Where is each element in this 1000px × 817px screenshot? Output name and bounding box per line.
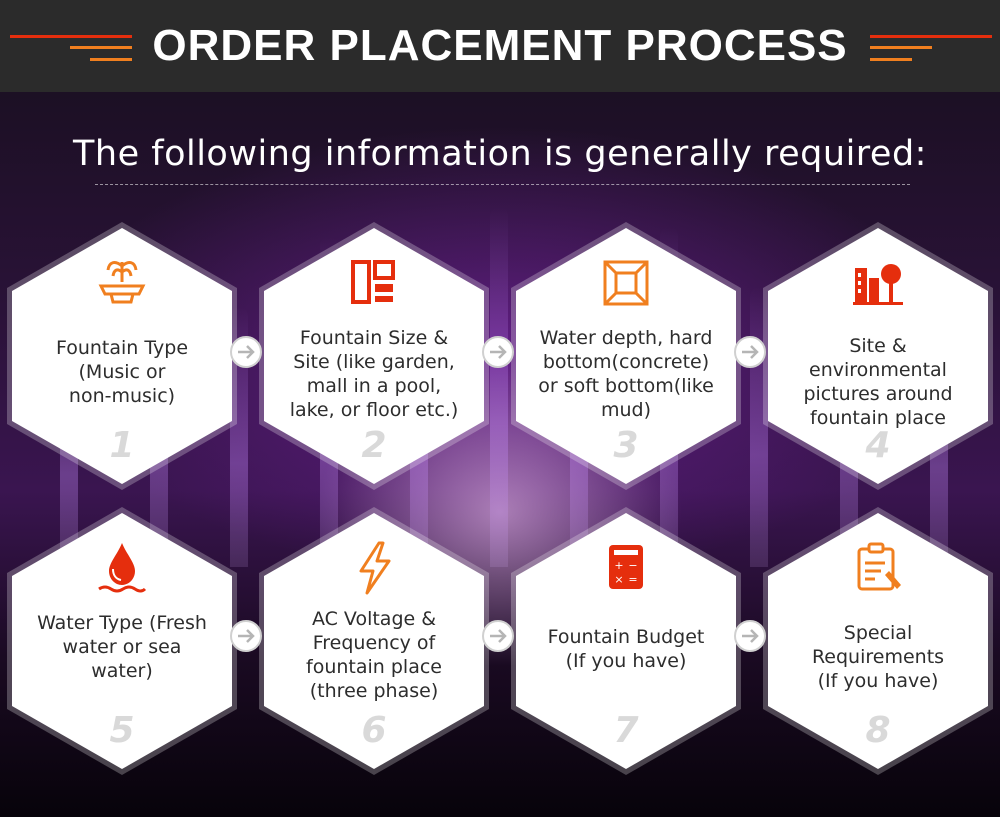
header-deco-line <box>870 35 992 38</box>
step-number: 5 <box>109 710 135 751</box>
step-number: 4 <box>865 425 891 466</box>
step-number: 2 <box>361 425 387 466</box>
arrow-right-icon <box>734 336 766 368</box>
svg-text:=: = <box>628 573 637 586</box>
header-bar: ORDER PLACEMENT PROCESS <box>0 0 1000 92</box>
header-deco-line <box>870 58 912 61</box>
step-number: 1 <box>109 425 135 466</box>
water-drop-icon <box>98 543 147 593</box>
svg-text:×: × <box>614 573 623 586</box>
arrow-right-icon <box>482 620 514 652</box>
step-text: Fountain Size &Site (like garden,mall in… <box>289 327 459 421</box>
page-title: ORDER PLACEMENT PROCESS <box>152 21 848 70</box>
step-number: 3 <box>613 425 639 466</box>
arrow-right-icon <box>734 620 766 652</box>
clipboard-icon <box>857 542 901 591</box>
subtitle: The following information is generally r… <box>73 134 927 174</box>
step-card: + − × = Fountain Budget(If you have) 7 <box>506 505 746 777</box>
step-text: Fountain Budget(If you have) <box>547 626 705 672</box>
svg-text:−: − <box>628 559 637 572</box>
arrow-right-icon <box>230 620 262 652</box>
calculator-icon: + − × = <box>609 545 643 589</box>
header-deco-line <box>90 58 132 61</box>
header-deco-line <box>10 35 132 38</box>
step-card: Fountain Size &Site (like garden,mall in… <box>254 220 494 492</box>
lightning-icon <box>359 541 391 595</box>
fountain-icon <box>98 261 146 304</box>
arrow-right-icon <box>482 336 514 368</box>
svg-text:+: + <box>614 559 623 572</box>
buildings-icon <box>853 264 903 305</box>
step-number: 8 <box>865 710 891 751</box>
arrow-right-icon <box>230 336 262 368</box>
subtitle-divider <box>95 184 910 185</box>
layout-icon <box>351 260 395 304</box>
step-number: 7 <box>613 710 639 751</box>
depth-frame-icon <box>603 260 649 306</box>
header-deco-line <box>70 46 132 49</box>
header-deco-line <box>870 46 932 49</box>
step-number: 6 <box>361 710 387 751</box>
